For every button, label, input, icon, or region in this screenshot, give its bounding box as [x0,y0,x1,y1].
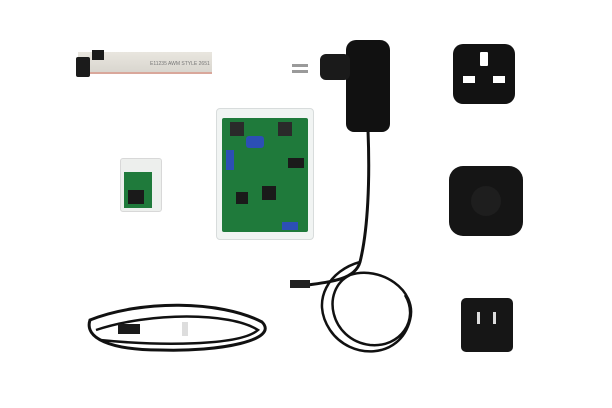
ribbon-connector [76,57,90,77]
power-adapter-eu [346,40,390,132]
ribbon-connector-2 [92,50,104,60]
adapter-pin [292,70,308,73]
us-plug-adapter [461,298,513,352]
adapter-plug-base [320,54,350,80]
au-plug-adapter [449,166,523,236]
adapter-pin [292,64,308,67]
main-circuit-board [222,118,308,232]
ribbon-cable [78,52,212,74]
small-circuit-board [124,172,152,208]
ribbon-cable-label: E11235 AWM STYLE 2651 [150,61,210,67]
uk-plug-adapter [453,44,515,104]
